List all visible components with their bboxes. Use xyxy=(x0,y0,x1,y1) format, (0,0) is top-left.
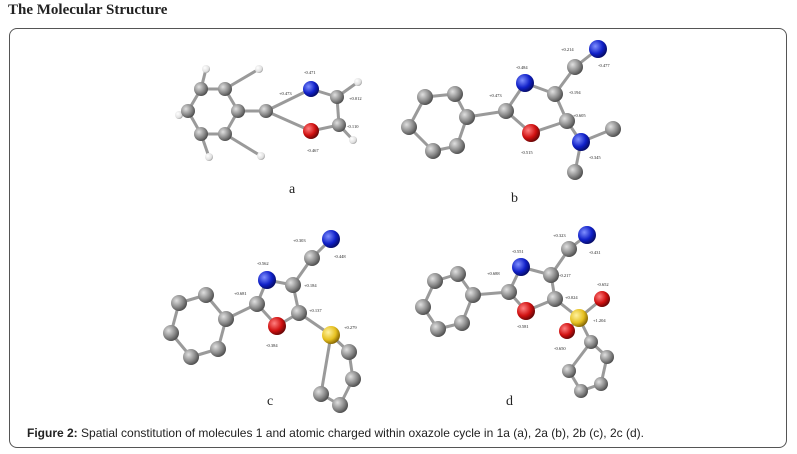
nitrogen-atom xyxy=(512,258,530,276)
figure-caption: Figure 2: Spatial constitution of molecu… xyxy=(27,426,644,440)
charge-label: -0.581 xyxy=(517,324,529,329)
figure-image: -0.471 +0.473 +0.012 -0.110 -0.467 a +0.… xyxy=(161,39,640,420)
section-title: The Molecular Structure xyxy=(8,2,168,18)
oxygen-atom xyxy=(594,291,610,307)
charge-label: -0.551 xyxy=(512,249,524,254)
charge-label: +0.688 xyxy=(487,271,500,276)
panel-a-atoms xyxy=(175,65,362,161)
oxygen-atom xyxy=(559,323,575,339)
charge-label: +0.012 xyxy=(349,96,362,101)
caption-label: Figure 2: xyxy=(27,426,78,440)
charge-label: -0.384 xyxy=(266,343,278,348)
charge-label: -0.217 xyxy=(559,273,571,278)
charge-label: +0.605 xyxy=(573,113,586,118)
charge-label: -0.448 xyxy=(334,254,346,259)
charge-label: +0.214 xyxy=(561,47,574,52)
charge-label: +0.024 xyxy=(565,295,578,300)
charge-label: +0.323 xyxy=(553,233,566,238)
charge-label: -0.194 xyxy=(569,90,581,95)
charge-label: +0.137 xyxy=(309,308,322,313)
molecule-figure-svg: -0.471 +0.473 +0.012 -0.110 -0.467 a +0.… xyxy=(163,40,621,413)
charge-label: -0.110 xyxy=(347,124,359,129)
oxygen-atom xyxy=(517,302,535,320)
panel-c-atoms xyxy=(163,230,361,413)
nitrogen-atom xyxy=(303,81,319,97)
oxygen-atom xyxy=(303,123,319,139)
sulfur-atom xyxy=(570,309,588,327)
sulfur-atom xyxy=(322,326,340,344)
nitrogen-atom xyxy=(516,74,534,92)
charge-label: +0.473 xyxy=(489,93,502,98)
charge-label: -0.467 xyxy=(307,148,319,153)
oxygen-atom xyxy=(522,124,540,142)
charge-label: +1.204 xyxy=(593,318,606,323)
panel-letter-d: d xyxy=(506,394,513,409)
charge-label: -0.484 xyxy=(516,65,528,70)
charge-label: -0.515 xyxy=(521,150,533,155)
panel-letter-c: c xyxy=(267,394,273,409)
charge-label: -0.477 xyxy=(598,63,610,68)
nitrogen-atom xyxy=(322,230,340,248)
nitrogen-atom xyxy=(589,40,607,58)
panel-d-atoms xyxy=(415,226,614,398)
oxygen-atom xyxy=(268,317,286,335)
charge-label: -0.562 xyxy=(257,261,269,266)
nitrogen-atom xyxy=(258,271,276,289)
panel-letter-b: b xyxy=(511,191,518,206)
panel-letter-a: a xyxy=(289,182,296,197)
charge-label: +0.681 xyxy=(234,291,247,296)
charge-label: +0.279 xyxy=(344,325,357,330)
charge-label: -0.650 xyxy=(554,346,566,351)
caption-text: Spatial constitution of molecules 1 and … xyxy=(81,426,644,440)
panel-b-atoms xyxy=(401,40,621,180)
charge-label: -0.652 xyxy=(597,282,609,287)
charge-label: -0.345 xyxy=(589,155,601,160)
charge-label: +0.473 xyxy=(279,91,292,96)
nitrogen-atom xyxy=(578,226,596,244)
charge-label: -0.431 xyxy=(589,250,601,255)
charge-label: -0.471 xyxy=(304,70,316,75)
nitrogen-atom xyxy=(572,133,590,151)
charge-label: +0.303 xyxy=(293,238,306,243)
charge-label: +0.184 xyxy=(304,283,317,288)
